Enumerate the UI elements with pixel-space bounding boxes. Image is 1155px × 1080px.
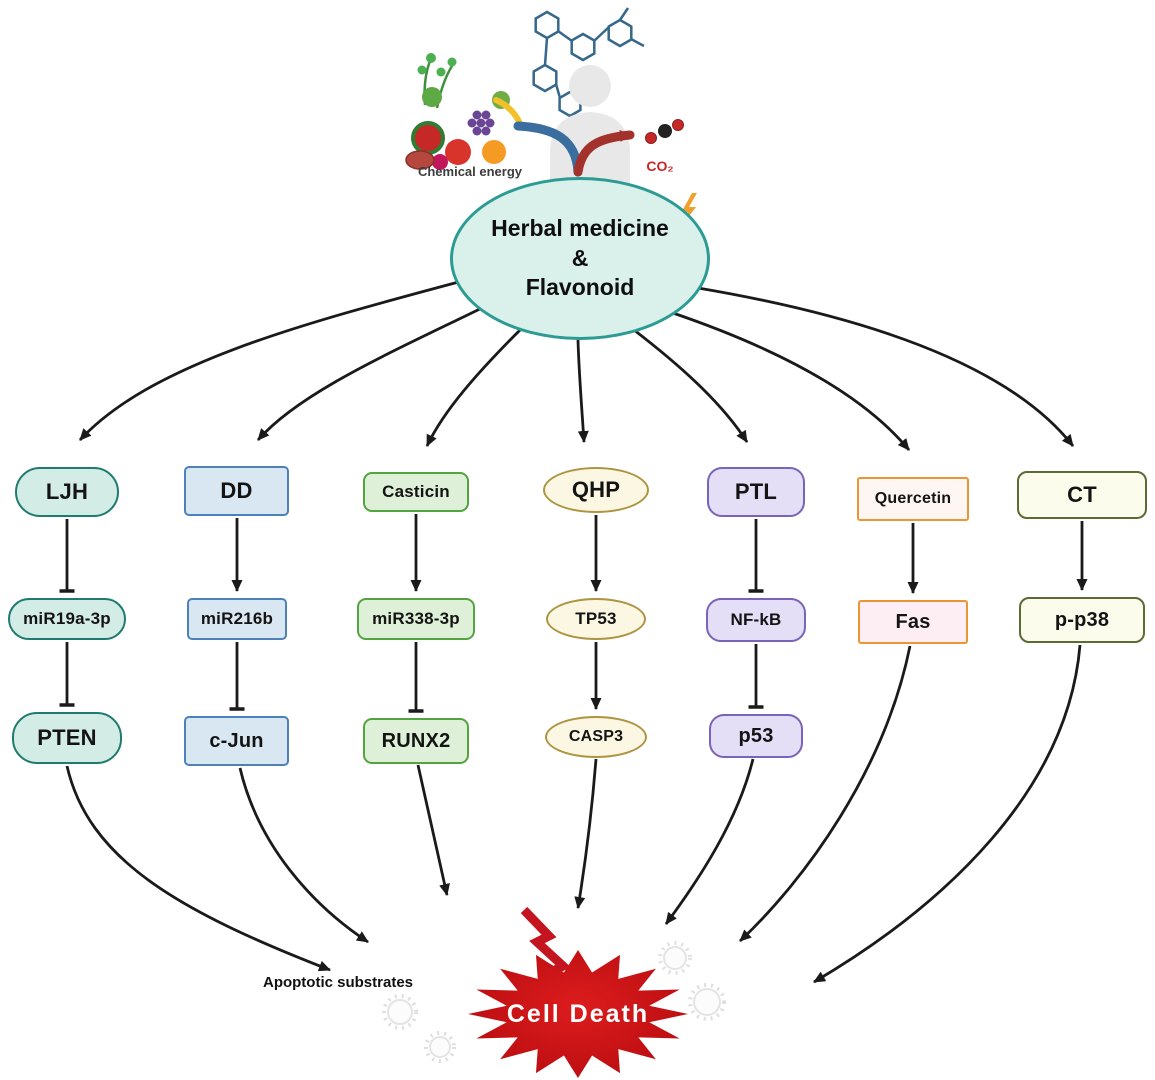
virus-particles — [382, 941, 726, 1063]
node-fas: Fas — [858, 600, 968, 644]
node-nf-kb: NF-kB — [706, 598, 806, 642]
molecule-icon — [532, 7, 645, 118]
node-quercetin: Quercetin — [857, 477, 969, 521]
node-qhp: QHP — [543, 467, 649, 513]
co2-label: CO₂ — [646, 158, 674, 174]
node-dd: DD — [184, 466, 289, 516]
hub-fan-arrows — [78, 278, 1075, 451]
food-illustration — [405, 53, 524, 170]
co2-molecule — [645, 119, 684, 144]
pathway-links — [59, 514, 1088, 713]
hub-line1: Herbal medicine — [491, 214, 669, 241]
node-c-jun: c-Jun — [184, 716, 289, 766]
cell-death-burst: Cell Death — [468, 950, 688, 1078]
node-mir19a-3p: miR19a-3p — [8, 598, 126, 640]
node-ct: CT — [1017, 471, 1147, 519]
chemical-energy-label: Chemical energy — [417, 164, 523, 179]
node-tp53: TP53 — [546, 598, 646, 640]
apoptotic-substrates-label: Apoptotic substrates — [262, 974, 413, 991]
node-ptl: PTL — [707, 467, 805, 517]
hub-ellipse: Herbal medicine & Flavonoid — [450, 177, 710, 340]
hub-line2: & — [571, 244, 589, 271]
node-mir338-3p: miR338-3p — [357, 598, 475, 640]
node-p53: p53 — [709, 714, 803, 758]
node-p-p38: p-p38 — [1019, 597, 1145, 643]
node-casp3: CASP3 — [545, 716, 647, 758]
cell-death-label: Cell Death — [506, 999, 650, 1028]
human-silhouette — [550, 65, 630, 186]
node-ljh: LJH — [15, 467, 119, 517]
node-runx2: RUNX2 — [363, 718, 469, 764]
metabolism-arrows — [513, 121, 635, 177]
node-pten: PTEN — [12, 712, 122, 764]
node-casticin: Casticin — [363, 472, 469, 512]
hub-line3: Flavonoid — [525, 274, 635, 301]
node-mir216b: miR216b — [187, 598, 287, 640]
convergence-arrows — [65, 644, 1082, 984]
